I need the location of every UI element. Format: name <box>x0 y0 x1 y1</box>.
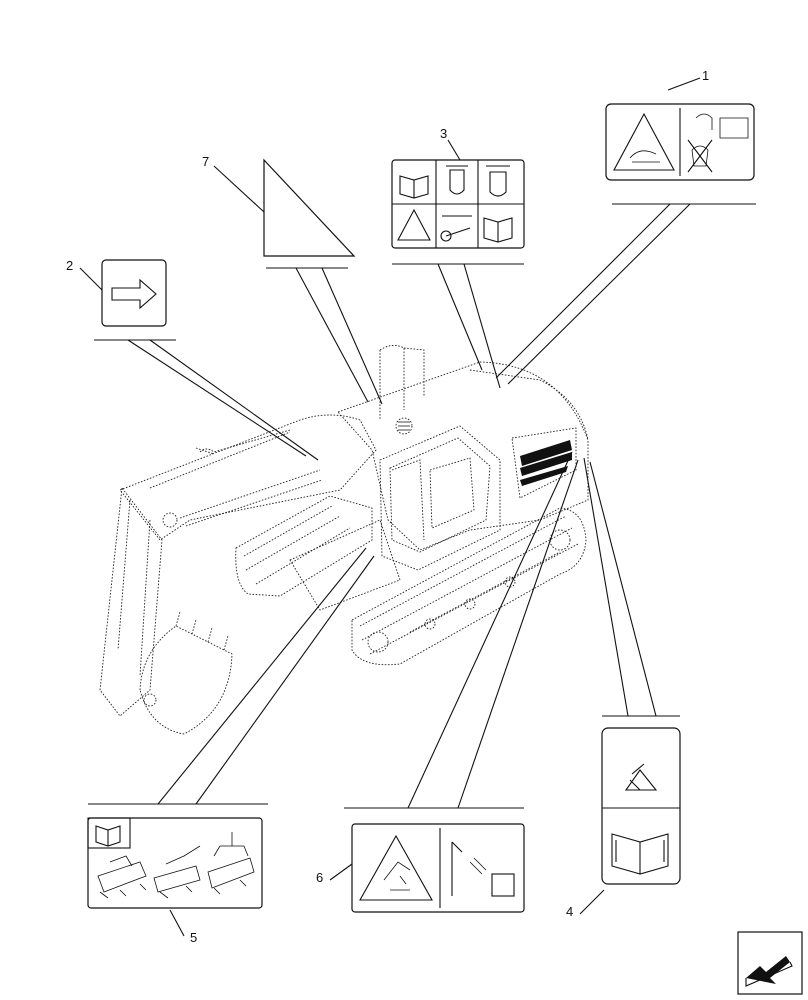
warning-triangle-icon <box>613 112 675 171</box>
boom-hazard-icon <box>451 841 515 897</box>
decal-4 <box>601 727 681 885</box>
arrow-right-icon <box>111 278 157 310</box>
crush-hazard-icon <box>624 763 658 791</box>
hot-fluid-hand-icon <box>629 150 660 163</box>
next-page-arrow-icon[interactable] <box>737 931 803 995</box>
callout-4: 4 <box>566 904 573 919</box>
callout-6: 6 <box>316 870 323 885</box>
callout-2: 2 <box>66 258 73 273</box>
decal-5 <box>87 817 263 909</box>
manual-book-icon <box>483 217 513 243</box>
callout-3: 3 <box>440 126 447 141</box>
decal-6 <box>351 823 525 913</box>
fuel-filter-icon <box>446 165 510 197</box>
warning-triangle-icon <box>359 834 433 901</box>
excavator-illustration <box>99 345 589 735</box>
decal-2 <box>101 259 167 327</box>
leader-lines <box>88 203 756 809</box>
manual-book-icon <box>95 825 121 847</box>
manual-book-icon <box>399 175 429 199</box>
callout-1: 1 <box>702 68 709 83</box>
manual-book-icon <box>611 833 669 875</box>
callout-5: 5 <box>190 930 197 945</box>
lifting-chain-icon <box>207 832 255 895</box>
decal-7 <box>263 158 356 257</box>
wrench-icon <box>440 215 472 242</box>
decal-1 <box>605 103 755 181</box>
decal-3 <box>391 159 525 249</box>
warning-triangle-icon <box>397 208 431 241</box>
blank-triangle-label <box>263 158 356 257</box>
no-touch-icon <box>687 113 749 173</box>
callout-7: 7 <box>202 154 209 169</box>
